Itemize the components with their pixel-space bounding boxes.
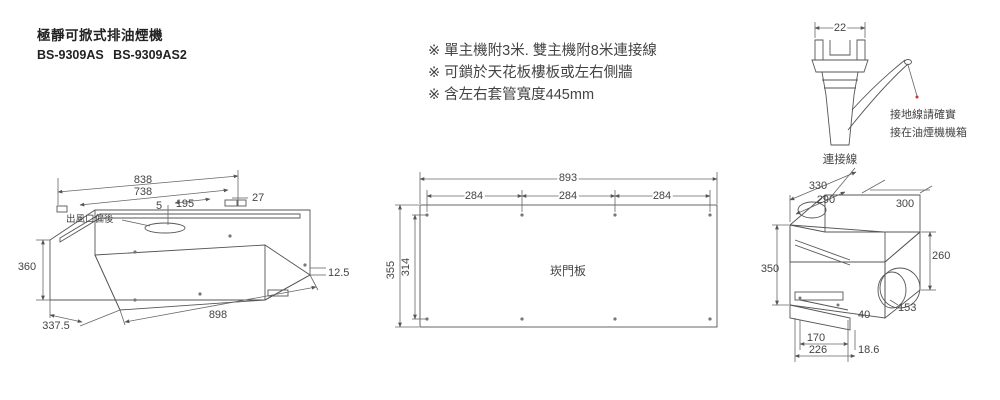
motor-box-drawing: 330 290 300 260 350 40 153 170 226 18.6 <box>761 167 950 362</box>
connector-drawing: 22 接地線請確實 接在油煙機機箱 連接線 <box>811 20 967 166</box>
hood-dim-838: 838 <box>134 174 152 186</box>
motor-dim-40: 40 <box>858 309 870 321</box>
door-panel-drawing: 893 284 284 284 355 314 崁門板 <box>385 170 718 328</box>
motor-dim-153: 153 <box>898 302 916 314</box>
door-panel-outline <box>419 204 718 328</box>
connector-caption: 連接線 <box>823 152 858 166</box>
product-title: 極靜可掀式排油煙機 <box>37 28 163 43</box>
connector-plug <box>821 71 859 146</box>
panel-dim-314: 314 <box>400 258 412 276</box>
note-item: ※ 單主機附3米. 雙主機附8米連接線 <box>428 43 657 59</box>
notes-list: ※ 單主機附3米. 雙主機附8米連接線 ※ 可鎖於天花板樓板或左右側牆 ※ 含左… <box>428 40 657 106</box>
panel-label: 崁門板 <box>550 264 586 278</box>
hood-dim-337-5: 337.5 <box>42 320 70 332</box>
panel-dim-284-a: 284 <box>465 190 483 202</box>
motor-dim-18-6: 18.6 <box>858 344 879 356</box>
panel-dim-355: 355 <box>385 261 397 279</box>
model-numbers: BS-9309AS BS-9309AS2 <box>37 48 187 62</box>
motor-dim-170: 170 <box>807 332 825 344</box>
exhaust-port <box>144 222 186 234</box>
hood-dim-898: 898 <box>209 309 227 321</box>
motor-dim-260: 260 <box>932 250 950 262</box>
range-hood-drawing: 838 738 5 195 27 出風口偏後 360 337.5 898 12 <box>18 170 349 332</box>
hood-dim-360: 360 <box>18 261 36 273</box>
ground-note-line2: 接在油煙機機箱 <box>890 125 967 139</box>
panel-dim-893: 893 <box>559 172 577 184</box>
connector-dim-22: 22 <box>834 22 846 34</box>
hood-dim-195: 195 <box>176 198 194 210</box>
panel-dim-284-c: 284 <box>653 190 671 202</box>
motor-dim-350: 350 <box>761 263 779 275</box>
hood-dim-5: 5 <box>156 200 162 212</box>
motor-outlet <box>879 267 921 309</box>
motor-dim-330: 330 <box>809 180 827 192</box>
ground-note-line1: 接地線請確實 <box>890 107 956 121</box>
hood-exhaust-label: 出風口偏後 <box>66 213 114 225</box>
motor-dim-300: 300 <box>896 198 914 210</box>
hood-dim-738: 738 <box>134 186 152 198</box>
hood-dim-12-5: 12.5 <box>328 267 349 279</box>
motor-dim-226: 226 <box>809 344 827 356</box>
panel-dim-284-b: 284 <box>559 190 577 202</box>
note-item: ※ 含左右套管寬度445mm <box>428 87 595 103</box>
hood-dim-27: 27 <box>252 192 264 204</box>
ground-wire <box>851 59 906 111</box>
motor-dim-290: 290 <box>817 194 835 206</box>
note-item: ※ 可鎖於天花板樓板或左右側牆 <box>428 65 633 81</box>
